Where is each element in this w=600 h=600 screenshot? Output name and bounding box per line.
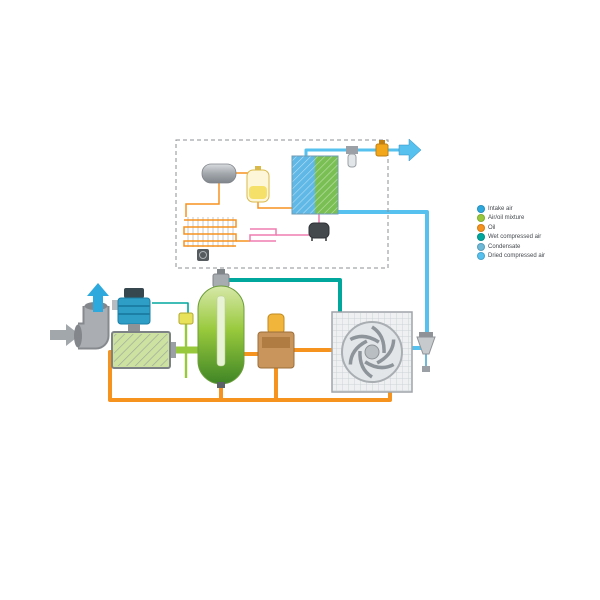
legend-label: Condensate xyxy=(488,243,521,250)
refrigerant-compressor xyxy=(308,222,330,241)
ambient-air-intake-arrow xyxy=(50,324,80,346)
condensate-color-dot xyxy=(477,242,485,251)
legend-label: Oil xyxy=(488,224,496,231)
oil-color-dot xyxy=(477,223,485,232)
wet-compressed-air-color-dot xyxy=(477,233,485,242)
outlet-valve xyxy=(375,140,389,157)
legend-item-condensate: Condensate xyxy=(477,242,567,252)
oil-filter xyxy=(267,313,285,335)
legend-item-wet-compressed-air: Wet compressed air xyxy=(477,233,567,243)
intake-air-up-arrow xyxy=(87,283,109,312)
air-oil-mixture-color-dot xyxy=(477,214,485,223)
legend-label: Dried compressed air xyxy=(488,253,546,260)
dried-compressed-air-pipe xyxy=(304,148,429,350)
refrigerant-receiver-tank xyxy=(201,163,237,184)
legend-item-dried-compressed-air: Dried compressed air xyxy=(477,252,567,262)
dried-compressed-air-color-dot xyxy=(477,252,485,261)
hot-gas-coil xyxy=(249,228,277,242)
outlet-filter xyxy=(346,146,358,168)
water-separator xyxy=(416,332,436,372)
legend-item-air-oil-mixture: Air/oil mixture xyxy=(477,214,567,224)
scavenge-check-valve xyxy=(178,312,194,325)
legend-label: Intake air xyxy=(488,205,513,212)
intake-air-color-dot xyxy=(477,204,485,213)
condenser-fan xyxy=(197,249,209,261)
compression-element xyxy=(111,331,176,369)
minimum-pressure-valve xyxy=(212,273,230,288)
wet-compressed-air-pipe xyxy=(152,278,342,318)
legend-item-intake-air: Intake air xyxy=(477,204,567,214)
air-outlet-arrow xyxy=(398,138,422,162)
dryer-boundary-box xyxy=(175,139,389,269)
legend: Intake air Air/oil mixture Oil Wet compr… xyxy=(477,204,567,261)
dryer-heat-exchanger xyxy=(291,155,339,215)
air-oil-separator-vessel xyxy=(197,269,245,388)
oil-and-air-cooler xyxy=(331,311,413,393)
dryer-liquid-separator xyxy=(246,166,270,203)
legend-label: Air/oil mixture xyxy=(488,215,525,222)
legend-item-oil: Oil xyxy=(477,223,567,233)
oil-stop-valve-block xyxy=(257,313,295,369)
cooling-fan xyxy=(341,321,403,383)
condensate-drain xyxy=(422,366,430,372)
air-intake-filter xyxy=(112,288,151,332)
refrigerant-dryer-section xyxy=(175,139,389,269)
dryer-condenser-coil xyxy=(183,217,237,247)
legend-label: Wet compressed air xyxy=(488,234,542,241)
separator-drain-stub xyxy=(217,382,225,388)
